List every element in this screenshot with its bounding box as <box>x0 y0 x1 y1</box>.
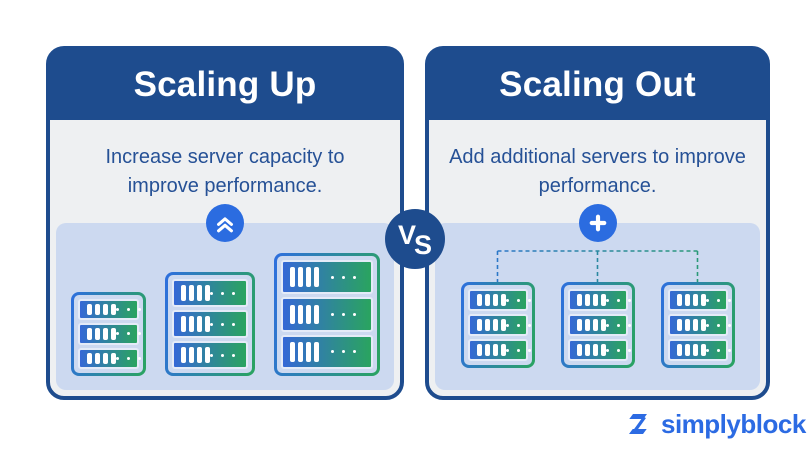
rack-unit <box>77 347 141 369</box>
rack-unit <box>467 289 531 311</box>
rack-unit <box>77 323 141 345</box>
simplyblock-logo-text: simplyblock <box>661 408 806 439</box>
rack-unit <box>567 314 631 336</box>
plus-icon <box>578 204 617 242</box>
rack-unit <box>171 279 248 307</box>
scaling-up-title: Scaling Up <box>133 64 317 104</box>
rack-unit <box>280 334 373 369</box>
rack-unit <box>467 314 531 336</box>
rack-unit <box>171 341 248 369</box>
double-chevron-up-icon <box>206 204 244 242</box>
simplyblock-logo-icon <box>622 408 654 440</box>
server-node-1 <box>460 282 535 368</box>
scaling-out-panel <box>435 204 760 390</box>
server-node-2 <box>560 282 635 368</box>
scaling-out-description: Add additional servers to improve perfor… <box>449 146 746 197</box>
scaling-up-header: Scaling Up <box>49 49 401 120</box>
rack-unit <box>77 299 141 321</box>
scaling-up-description-area: Increase server capacity to improve perf… <box>50 120 400 223</box>
server-small <box>70 292 146 376</box>
server-large <box>273 253 380 376</box>
scaling-out-description-area: Add additional servers to improve perfor… <box>429 120 766 223</box>
vs-letter-s: S <box>414 230 433 260</box>
rack-unit <box>667 289 731 311</box>
rack-unit <box>667 339 731 361</box>
rack-unit <box>467 339 531 361</box>
scaling-out-card: Scaling Out Add additional servers to im… <box>425 46 770 400</box>
rack-unit <box>567 289 631 311</box>
rack-unit <box>567 339 631 361</box>
scaling-out-header: Scaling Out <box>428 49 767 120</box>
scaling-out-title: Scaling Out <box>499 64 696 104</box>
vs-badge: V S <box>385 209 445 269</box>
scaling-up-panel <box>56 204 394 390</box>
simplyblock-logo[interactable]: simplyblock <box>622 408 806 440</box>
rack-unit <box>667 314 731 336</box>
scaling-up-card: Scaling Up Increase server capacity to i… <box>46 46 404 400</box>
rack-unit <box>280 260 373 295</box>
network-connector-lines <box>496 250 699 282</box>
server-node-3 <box>660 282 735 368</box>
scaling-up-description: Increase server capacity to improve perf… <box>105 146 345 197</box>
rack-unit <box>171 310 248 338</box>
server-medium <box>164 272 255 376</box>
rack-unit <box>280 297 373 332</box>
vs-letter-v: V <box>398 220 417 250</box>
